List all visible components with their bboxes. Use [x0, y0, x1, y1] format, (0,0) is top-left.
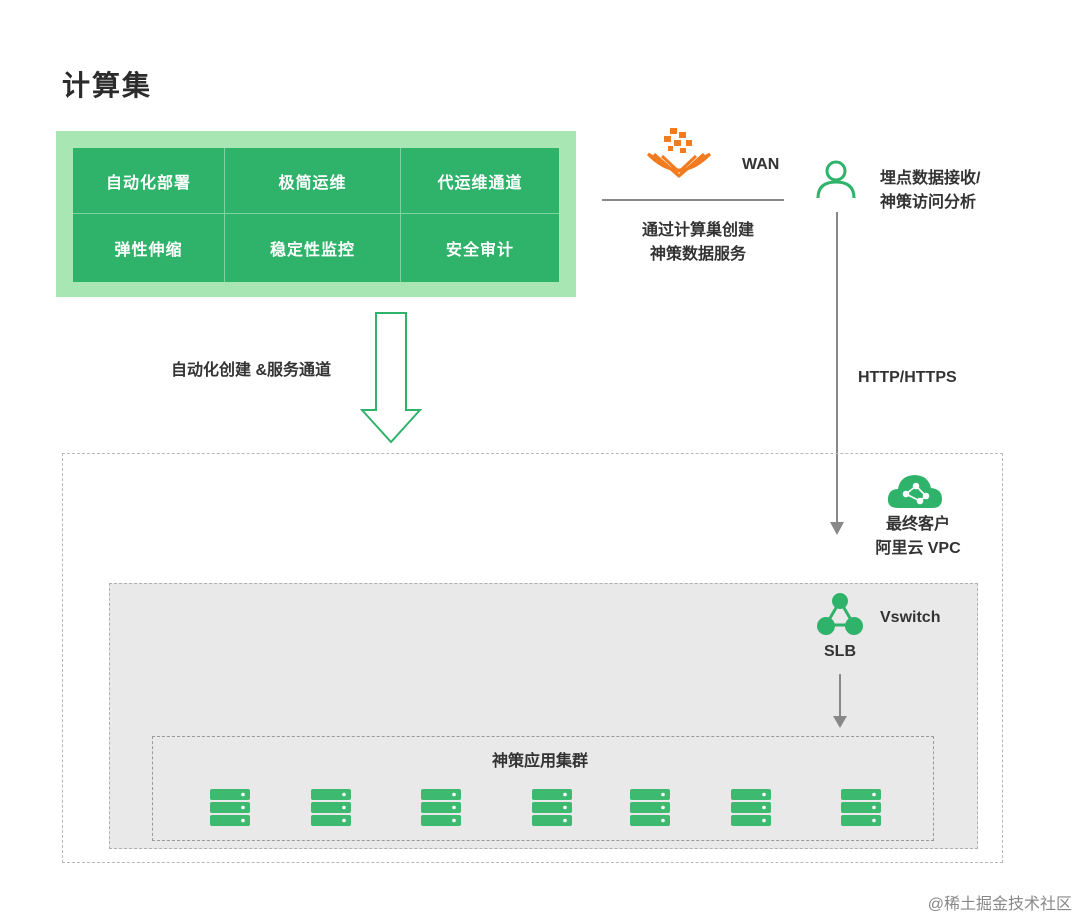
user-icon: [816, 160, 856, 199]
server-icon: [311, 789, 351, 826]
hollow-down-arrow-icon: [360, 312, 422, 444]
wan-caption-line-2: 神策数据服务: [649, 246, 746, 263]
vpc-label-line-1: 最终客户: [885, 516, 950, 533]
server-icon: [731, 789, 771, 826]
http-connection-line: [836, 212, 838, 525]
vpc-label: 最终客户 阿里云 VPC: [858, 513, 978, 561]
auto-create-service-channel-label: 自动化创建 &服务通道: [171, 362, 332, 379]
watermark: @稀土掘金技术社区: [927, 896, 1072, 913]
slb-network-icon: [817, 593, 863, 635]
vpc-region: [62, 453, 1003, 863]
page-title: 计算集: [62, 70, 153, 101]
slb-to-cluster-line: [839, 674, 841, 720]
slb-arrowhead-icon: [833, 716, 847, 728]
wan-label: WAN: [742, 156, 780, 173]
http-arrowhead-icon: [830, 522, 844, 535]
feature-security-audit: 安全审计: [445, 242, 514, 259]
server-icon: [421, 789, 461, 826]
feature-simple-ops: 极简运维: [225, 148, 401, 214]
aliyun-logo-icon: [646, 128, 712, 178]
feature-stability-monitoring: 稳定性监控: [225, 214, 401, 282]
cloud-icon: [887, 475, 942, 508]
server-icon: [210, 789, 250, 826]
feature-auto-deploy: 自动化部署: [73, 148, 225, 214]
wan-connection-line: [602, 199, 784, 201]
receiver-label: 埋点数据接收/ 神策访问分析: [880, 167, 980, 215]
server-icon: [630, 789, 670, 826]
slb-label: SLB: [824, 643, 856, 660]
vswitch-label: Vswitch: [880, 609, 941, 626]
feature-grid: 自动化部署 极简运维 代运维通道 弹性伸缩 稳定性监控 安全审计: [73, 148, 559, 282]
feature-elastic-scaling: 弹性伸缩: [73, 214, 225, 282]
vpc-label-line-2: 阿里云 VPC: [875, 540, 961, 557]
feature-managed-ops-channel: 代运维通道: [401, 148, 559, 214]
http-label: HTTP/HTTPS: [858, 369, 957, 386]
cluster-title: 神策应用集群: [491, 753, 588, 770]
compute-nest-feature-panel: 自动化部署 极简运维 代运维通道 弹性伸缩 稳定性监控 安全审计: [56, 131, 576, 297]
wan-caption: 通过计算巢创建 神策数据服务: [628, 219, 768, 267]
app-cluster-region: [152, 736, 934, 841]
server-icon: [532, 789, 572, 826]
server-icon: [841, 789, 881, 826]
wan-caption-line-1: 通过计算巢创建: [641, 222, 754, 239]
receiver-label-line-2: 神策访问分析: [880, 194, 977, 211]
receiver-label-line-1: 埋点数据接收/: [880, 170, 981, 187]
